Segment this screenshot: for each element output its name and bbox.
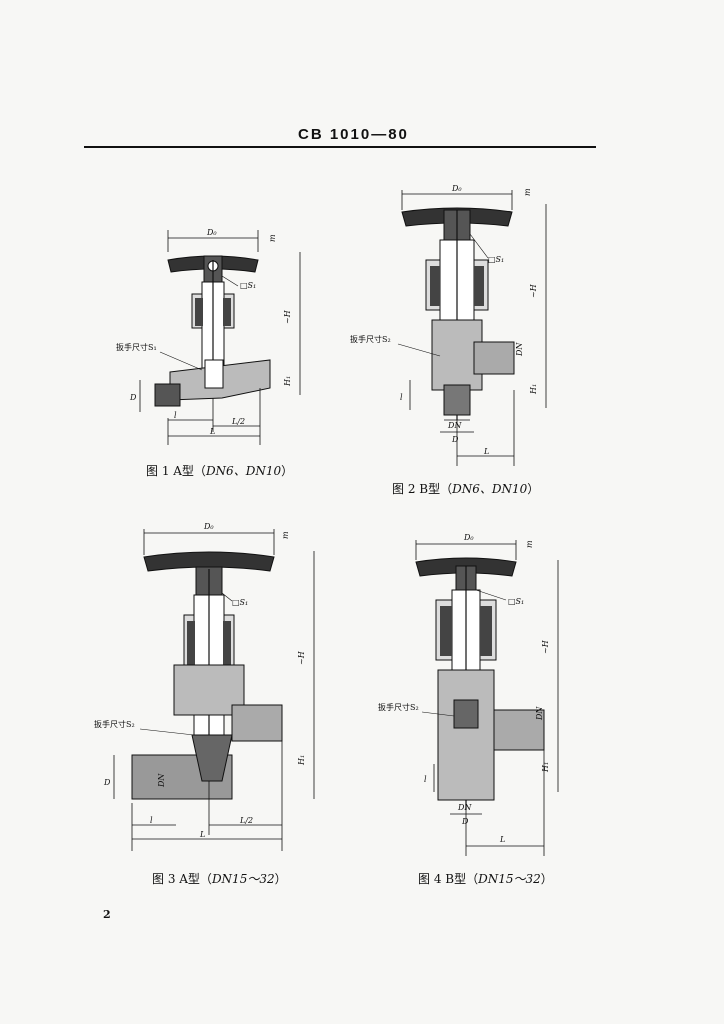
fig4-l-label: L (499, 835, 505, 844)
fig3-wrench-label: 扳手尺寸S₂ (94, 719, 135, 729)
fig1-s1-label: □S₁ (240, 281, 256, 290)
fig2-l-label: L (483, 447, 489, 456)
fig3-caption-dn: DN15～32 (211, 872, 275, 886)
figure-2-caption: 图 2 B型（DN6、DN10） (392, 480, 539, 497)
fig1-l-label: L (209, 427, 215, 436)
fig4-l-small-label: l (424, 775, 427, 784)
fig4-wrench-label: 扳手尺寸S₂ (378, 702, 419, 712)
fig4-h-label: ~H (541, 639, 550, 654)
fig3-caption-suffix: ） (274, 872, 287, 886)
fig4-h1-label: H₁ (541, 762, 550, 773)
fig1-caption-suffix: ） (281, 464, 294, 478)
figure-2-drawing: D₀ m ~H H₁ DN □S₁ 扳手尺寸S₂ l DN D L (340, 180, 570, 474)
fig4-s1-label: □S₁ (508, 597, 524, 606)
fig4-m-label: m (525, 540, 534, 548)
fig2-caption-prefix: 图 2 B型（ (392, 482, 453, 496)
fig4-d-label: D (461, 817, 469, 826)
fig3-l-half-label: L/2 (239, 816, 253, 825)
figure-1-caption: 图 1 A型（DN6、DN10） (146, 462, 293, 479)
fig1-d0-label: D₀ (206, 228, 217, 237)
fig4-caption-suffix: ） (540, 872, 553, 886)
fig1-caption-dn: DN6、DN10 (205, 464, 282, 478)
document-code: CB 1010—80 (298, 126, 409, 143)
fig1-l-small-label: l (174, 411, 177, 420)
fig3-caption-prefix: 图 3 A型（ (152, 872, 212, 886)
page-number: 2 (103, 908, 111, 921)
fig2-caption-suffix: ） (527, 482, 540, 496)
fig2-caption-dn: DN6、DN10 (452, 482, 528, 496)
fig1-l-half-label: L/2 (231, 417, 245, 426)
fig1-h1-label: H₁ (283, 376, 292, 387)
figure-1-drawing: D₀ m D ~H H₁ □S₁ 扳手尺寸S₁ l L/2 L (110, 220, 330, 454)
figure-3-caption: 图 3 A型（DN15～32） (152, 870, 287, 887)
fig3-h-label: ~H (297, 650, 306, 665)
fig2-dn-label: DN (447, 421, 462, 430)
fig1-m-label: m (268, 234, 277, 242)
fig2-h1-label: H₁ (529, 384, 538, 395)
figure-4-caption: 图 4 B型（DN15～32） (418, 870, 553, 887)
fig2-m-label: m (523, 188, 532, 196)
fig4-dn-side-label: DN (535, 706, 544, 721)
fig1-d-label: D (129, 393, 137, 402)
fig2-d-label: D (451, 435, 459, 444)
fig3-l-small-label: l (150, 816, 153, 825)
fig1-caption-prefix: 图 1 A型（ (146, 464, 206, 478)
fig4-d0-label: D₀ (463, 533, 474, 542)
fig1-wrench-label: 扳手尺寸S₁ (116, 342, 157, 352)
fig3-h1-label: H₁ (297, 755, 306, 766)
fig3-s1-label: □S₁ (232, 598, 248, 607)
fig4-caption-prefix: 图 4 B型（ (418, 872, 479, 886)
figure-3-drawing: D₀ m ~H H₁ □S₁ 扳手尺寸S₂ D DN l L/2 L (92, 515, 332, 859)
fig1-h-label: ~H (283, 309, 292, 324)
fig3-m-label: m (281, 531, 290, 539)
fig3-l-label: L (199, 830, 205, 839)
fig4-caption-dn: DN15～32 (478, 872, 541, 886)
figure-4-drawing: D₀ m ~H H₁ DN □S₁ 扳手尺寸S₂ l DN D L (376, 530, 576, 864)
fig4-dn-label: DN (457, 803, 472, 812)
fig3-dn-label: DN (157, 773, 166, 788)
fig3-d-label: D (103, 778, 111, 787)
fig2-wrench-label: 扳手尺寸S₂ (350, 334, 391, 344)
fig2-l-small-label: l (400, 393, 403, 402)
fig2-dn-side-label: DN (515, 342, 524, 357)
fig2-h-label: ~H (529, 283, 538, 298)
fig2-s1-label: □S₁ (488, 255, 504, 264)
fig3-d0-label: D₀ (203, 522, 214, 531)
fig2-d0-label: D₀ (451, 184, 462, 193)
header-rule (84, 146, 596, 148)
